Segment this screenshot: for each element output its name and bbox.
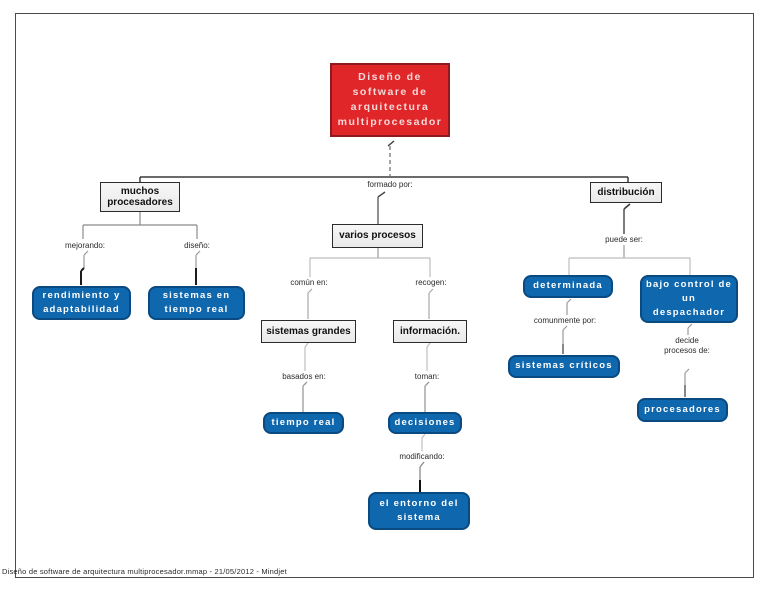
node-label: sistemas en tiempo real [162,289,231,315]
edge-label-comunmente-por: comunmente por: [533,316,597,325]
node-label: el entorno del sistema [379,497,459,523]
node-label: sistemas grandes [266,325,351,337]
node-label: bajo control de un despachador [645,278,733,319]
node-sistemas-tiempo-real[interactable]: sistemas en tiempo real [148,286,245,320]
node-sistemas-grandes[interactable]: sistemas grandes [261,320,356,343]
edge-label-basados-en: basados en: [282,372,326,381]
edge-label-diseno: diseño: [184,241,210,250]
edge-label-puede-ser: puede ser: [605,235,643,244]
node-label: rendimiento y adaptabilidad [42,289,121,315]
edge-label-formado-por: formado por: [367,180,413,189]
node-rendimiento-adaptabilidad[interactable]: rendimiento y adaptabilidad [32,286,131,320]
node-sistemas-criticos[interactable]: sistemas críticos [508,355,620,378]
node-entorno-sistema[interactable]: el entorno del sistema [368,492,470,530]
node-label: distribución [597,186,655,198]
node-label: tiempo real [271,416,336,428]
node-decisiones[interactable]: decisiones [388,412,462,434]
node-label: información. [399,325,460,337]
edge-label-recogen: recogen: [415,278,447,287]
edge-label-decide-procesos-de: decide procesos de: [664,336,710,355]
node-varios-procesos[interactable]: varios procesos [332,224,423,248]
edge-label-mejorando: mejorando: [64,241,106,250]
node-bajo-control-despachador[interactable]: bajo control de un despachador [640,275,738,323]
node-determinada[interactable]: determinada [523,275,613,298]
node-label: muchos procesadores [107,185,173,209]
node-distribucion[interactable]: distribución [590,182,662,203]
node-muchos-procesadores[interactable]: muchos procesadores [100,182,180,212]
page-border [15,13,754,578]
node-label: decisiones [394,416,456,428]
edge-label-toman: toman: [414,372,440,381]
node-informacion[interactable]: información. [393,320,467,343]
node-label: procesadores [644,403,721,415]
node-label: varios procesos [339,230,416,242]
node-procesadores[interactable]: procesadores [637,398,728,422]
node-label: determinada [533,280,603,292]
node-tiempo-real[interactable]: tiempo real [263,412,344,434]
node-label: Diseño de software de arquitectura multi… [337,70,443,129]
edge-label-modificando: modificando: [399,452,445,461]
footer-filename: Diseño de software de arquitectura multi… [2,567,287,576]
node-label: sistemas críticos [515,360,613,372]
node-root-topic[interactable]: Diseño de software de arquitectura multi… [330,63,450,137]
edge-label-comun-en: común en: [290,278,328,287]
